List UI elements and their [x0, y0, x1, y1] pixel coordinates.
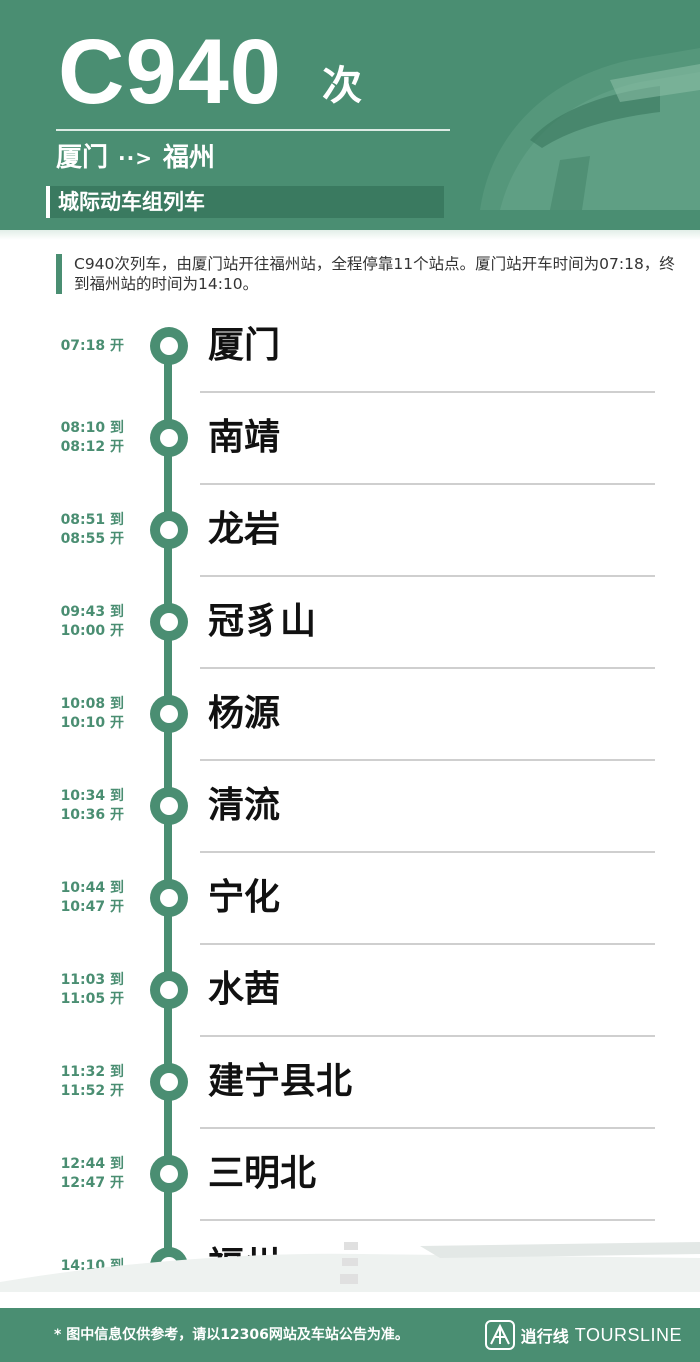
station-name: 杨源 — [208, 693, 281, 734]
brand-name-cn: 逍行线 — [520, 1327, 569, 1346]
brand-name-en: TOURSLINE — [574, 1324, 682, 1345]
station-name: 厦门 — [208, 325, 281, 366]
station-node-icon — [150, 787, 188, 825]
toursline-logo-icon — [484, 1320, 515, 1350]
stop-times: 08:51 到 08:55 开 — [0, 484, 124, 576]
stop-time-first: 11:32 到 — [60, 1064, 124, 1080]
footer: * 图中信息仅供参考，请以12306网站及车站公告为准。 逍行线 TOURSLI… — [0, 1308, 700, 1362]
row-divider — [200, 851, 655, 853]
station-name: 三明北 — [208, 1153, 317, 1194]
row-divider — [200, 1127, 655, 1129]
stop-times: 12:44 到 12:47 开 — [0, 1128, 124, 1220]
stop-times: 10:34 到 10:36 开 — [0, 760, 124, 852]
stop-time-first: 10:44 到 — [60, 880, 124, 896]
track-decoration-icon — [0, 1242, 700, 1292]
train-type-badge: 城际动车组列车 — [46, 186, 444, 218]
high-speed-train-icon — [480, 48, 700, 210]
station-node-icon — [150, 695, 188, 733]
stop-row: 10:34 到 10:36 开 清流 — [0, 760, 700, 853]
train-number: C940 — [58, 21, 282, 123]
station-name: 宁化 — [208, 877, 281, 918]
stop-times: 07:18 开 — [0, 300, 124, 392]
stop-time-first: 08:10 到 — [60, 420, 124, 436]
stop-times: 11:32 到 11:52 开 — [0, 1036, 124, 1128]
stop-time-second: 11:05 开 — [60, 991, 124, 1007]
route: 厦门 ··> 福州 — [56, 142, 215, 174]
brand-logo: 逍行线 TOURSLINE — [484, 1318, 682, 1352]
station-node-icon — [150, 879, 188, 917]
stop-times: 08:10 到 08:12 开 — [0, 392, 124, 484]
stop-time-first: 10:08 到 — [60, 696, 124, 712]
station-name: 龙岩 — [208, 509, 281, 550]
stop-times: 10:44 到 10:47 开 — [0, 852, 124, 944]
origin-station: 厦门 — [56, 143, 109, 173]
station-node-icon — [150, 419, 188, 457]
stop-time-first: 09:43 到 — [60, 604, 124, 620]
stop-row: 10:08 到 10:10 开 杨源 — [0, 668, 700, 761]
header-banner: C940 次 厦门 ··> 福州 城际动车组列车 — [0, 0, 700, 230]
disclaimer-note: * 图中信息仅供参考，请以12306网站及车站公告为准。 — [54, 1327, 409, 1343]
stop-row: 09:43 到 10:00 开 冠豸山 — [0, 576, 700, 669]
header-divider — [56, 129, 450, 131]
row-divider — [200, 667, 655, 669]
station-name: 冠豸山 — [208, 601, 317, 642]
header-shadow — [0, 230, 700, 240]
row-divider — [200, 943, 655, 945]
stop-row: 10:44 到 10:47 开 宁化 — [0, 852, 700, 945]
row-divider — [200, 759, 655, 761]
station-node-icon — [150, 1063, 188, 1101]
row-divider — [200, 1219, 655, 1221]
station-name: 水茜 — [208, 969, 281, 1010]
stop-row: 11:03 到 11:05 开 水茜 — [0, 944, 700, 1037]
station-node-icon — [150, 327, 188, 365]
stop-row: 12:44 到 12:47 开 三明北 — [0, 1128, 700, 1221]
stop-row: 07:18 开 厦门 — [0, 300, 700, 393]
station-name: 清流 — [208, 785, 281, 826]
route-arrow-icon: ··> — [118, 146, 153, 170]
stop-time-second: 08:55 开 — [60, 531, 124, 547]
stop-time-first: 10:34 到 — [60, 788, 124, 804]
stop-time-first: 07:18 开 — [60, 337, 124, 354]
stop-row: 08:10 到 08:12 开 南靖 — [0, 392, 700, 485]
row-divider — [200, 391, 655, 393]
stop-time-first: 12:44 到 — [60, 1156, 124, 1172]
station-node-icon — [150, 511, 188, 549]
stop-time-first: 11:03 到 — [60, 972, 124, 988]
stop-time-second: 10:36 开 — [60, 807, 124, 823]
station-name: 建宁县北 — [208, 1061, 353, 1102]
row-divider — [200, 575, 655, 577]
station-node-icon — [150, 971, 188, 1009]
row-divider — [200, 483, 655, 485]
train-number-suffix: 次 — [322, 63, 362, 109]
destination-station: 福州 — [162, 143, 215, 173]
stop-time-second: 10:47 开 — [60, 899, 124, 915]
station-node-icon — [150, 603, 188, 641]
stop-time-second: 08:12 开 — [60, 439, 124, 455]
stop-time-second: 11:52 开 — [60, 1083, 124, 1099]
stop-time-first: 08:51 到 — [60, 512, 124, 528]
row-divider — [200, 1035, 655, 1037]
stop-times: 11:03 到 11:05 开 — [0, 944, 124, 1036]
stop-times: 10:08 到 10:10 开 — [0, 668, 124, 760]
station-node-icon — [150, 1155, 188, 1193]
route-description: C940次列车，由厦门站开往福州站，全程停靠11个站点。厦门站开车时间为07:1… — [56, 254, 676, 294]
stop-time-second: 12:47 开 — [60, 1175, 124, 1191]
stop-row: 08:51 到 08:55 开 龙岩 — [0, 484, 700, 577]
stop-times: 09:43 到 10:00 开 — [0, 576, 124, 668]
stop-time-second: 10:10 开 — [60, 715, 124, 731]
stop-time-second: 10:00 开 — [60, 623, 124, 639]
station-name: 南靖 — [208, 417, 281, 458]
stop-row: 11:32 到 11:52 开 建宁县北 — [0, 1036, 700, 1129]
